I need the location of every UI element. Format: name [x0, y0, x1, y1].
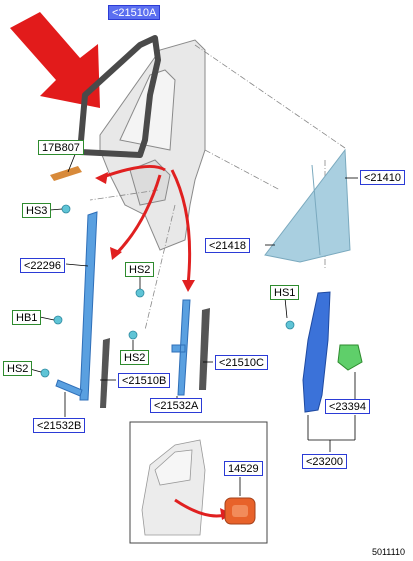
window-regulator: [302, 291, 331, 413]
label-HS2-left: HS2: [3, 361, 33, 376]
dark-channel-c: [199, 308, 210, 390]
figure-code: 5011110: [371, 547, 405, 557]
red-arrows: [99, 164, 192, 286]
regulator-motor: [337, 344, 363, 371]
label-21510C: <21510C: [215, 355, 268, 370]
label-14529: 14529: [224, 461, 263, 476]
window-seal: [77, 35, 161, 158]
pointer-arrow: [10, 12, 100, 108]
label-HS2-top: HS2: [125, 262, 155, 277]
leader-lines: [29, 151, 358, 452]
label-21532A: <21532A: [150, 398, 203, 413]
bracket-b: [55, 379, 83, 397]
fasteners: [40, 204, 295, 378]
label-HS1: HS1: [270, 285, 300, 300]
label-23200: <23200: [302, 454, 348, 469]
label-17B807: 17B807: [38, 140, 84, 155]
label-21510A: <21510A: [108, 5, 161, 20]
window-glass: [264, 148, 351, 263]
rail-a: [171, 299, 191, 396]
label-21532B: <21532B: [33, 418, 86, 433]
label-21510B: <21510B: [118, 373, 171, 388]
run-channel: [79, 211, 98, 401]
inset-door: [141, 439, 206, 536]
label-21418: <21418: [205, 238, 251, 253]
label-23394: <23394: [325, 399, 371, 414]
red-arrowheads: [95, 172, 195, 292]
label-22296: <22296: [20, 258, 66, 273]
label-HS2-middle: HS2: [120, 350, 150, 365]
label-HS3: HS3: [22, 203, 52, 218]
label-21410: <21410: [360, 170, 406, 185]
felt-strip: [50, 166, 82, 181]
dark-channel-b: [100, 338, 110, 408]
label-HB1: HB1: [12, 310, 42, 325]
door-frame: [99, 39, 206, 251]
